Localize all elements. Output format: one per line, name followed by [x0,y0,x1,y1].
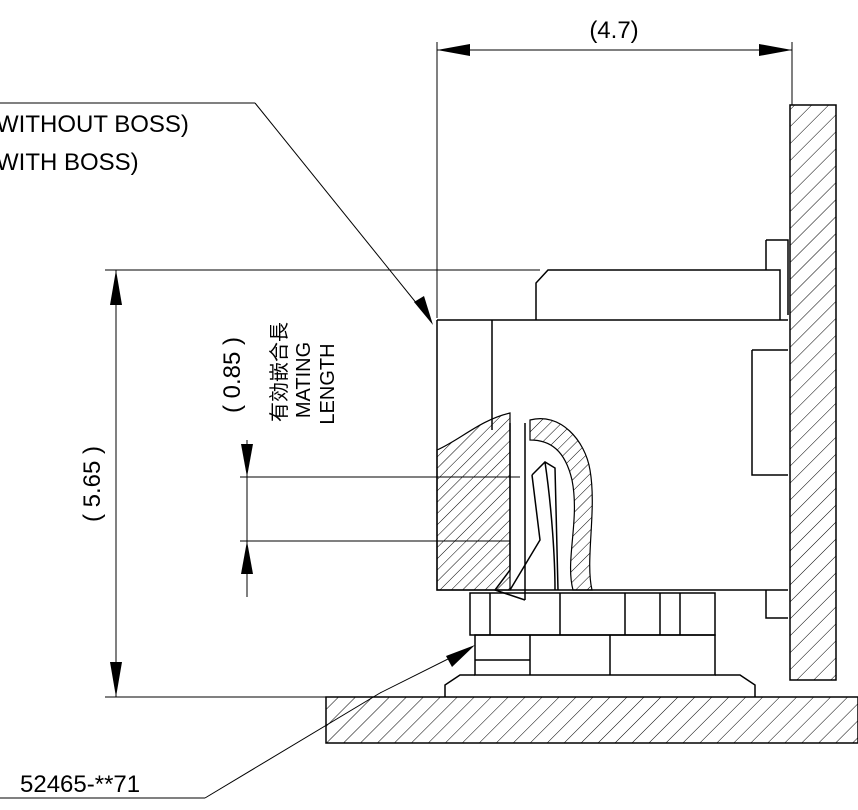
height-dimension-label: ( 5.65 ) [79,446,106,522]
without-boss-label: WITHOUT BOSS) [0,111,189,138]
contact-pin [509,461,559,591]
part-number-label: 52465-**71 [20,771,140,798]
pcb-base [325,696,858,744]
mating-length-jp-label: 有効嵌合長 [268,322,291,422]
mating-dimension-label: ( 0.85 ) [219,337,246,413]
with-boss-label: WITH BOSS) [0,149,139,176]
width-dimension: (4.7) [436,17,793,318]
cutaway-section [436,412,593,601]
part-number-callout: 52465-**71 [0,645,475,799]
header-connector [444,592,756,697]
height-dimension: ( 5.65 ) [79,269,540,698]
length-label: LENGTH [317,343,339,424]
mating-label: MATING [293,342,315,418]
width-dimension-label: (4.7) [589,17,638,44]
boss-callout: WITHOUT BOSS) WITH BOSS) [0,102,433,325]
right-wall-panel [789,104,837,681]
